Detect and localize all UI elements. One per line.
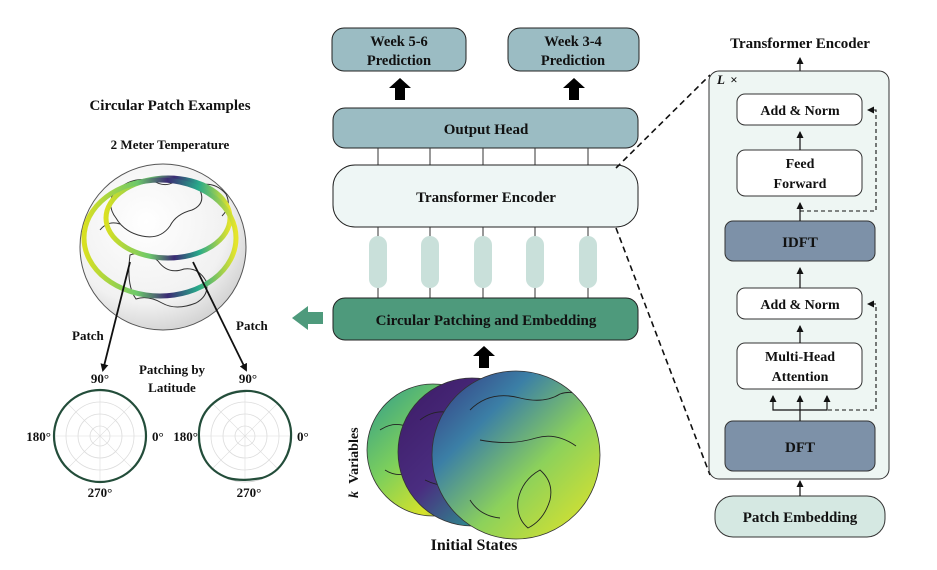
repeat-L: L: [716, 72, 725, 87]
up-arrow-week34: [563, 78, 585, 100]
circular-patching-label: Circular Patching and Embedding: [376, 313, 597, 329]
polar-plot-left: [52, 388, 148, 484]
patch-label-left: Patch: [72, 328, 105, 343]
output-head-box: [332, 107, 639, 149]
up-arrow-week56: [389, 78, 411, 100]
k-variables-label: k Variables: [347, 427, 362, 498]
encoder-flow-arrows: [769, 131, 831, 496]
polar-left-180: 180°: [26, 429, 51, 444]
patch-arrow-left: [100, 261, 131, 372]
add-norm-bottom-label: Add & Norm: [760, 298, 840, 313]
encoder-detail-title: Transformer Encoder: [730, 36, 870, 52]
repeat-times: ×: [730, 72, 737, 87]
token-pills: [369, 227, 597, 298]
encoder-panel: [708, 70, 890, 480]
zoom-line-top: [615, 74, 711, 169]
polar-right-90: 90°: [239, 371, 257, 386]
patching-by-label: Patching by: [139, 362, 206, 377]
zoom-line-bottom: [615, 227, 711, 476]
week34-line1: Week 3-4: [544, 34, 602, 50]
k-symbol: k: [347, 491, 362, 498]
polar-right-0: 0°: [297, 429, 309, 444]
initial-state-globes: [366, 370, 601, 540]
add-norm-top-box: [736, 93, 863, 126]
transformer-encoder-box: [332, 164, 639, 228]
initial-states-label: Initial States: [431, 537, 518, 554]
mha-line2: Attention: [772, 370, 829, 385]
idft-label: IDFT: [782, 235, 818, 251]
polar-left-90: 90°: [91, 371, 109, 386]
residual-connections: [800, 106, 877, 411]
green-left-arrow: [292, 306, 323, 330]
patch-label-right: Patch: [236, 318, 269, 333]
circular-patch-title: Circular Patch Examples: [89, 98, 250, 114]
dft-label: DFT: [785, 440, 815, 456]
week34-box: [507, 27, 640, 72]
patch-embedding-label: Patch Embedding: [743, 510, 858, 526]
mha-line1: Multi-Head: [765, 350, 835, 365]
temperature-globe: [79, 163, 247, 331]
polar-right-270: 270°: [237, 485, 262, 500]
latitude-label: Latitude: [148, 380, 196, 395]
repeat-label: L ×: [716, 72, 738, 87]
week56-line2: Prediction: [367, 53, 431, 69]
circular-patching-box: [332, 297, 639, 341]
feed-forward-line1: Feed: [786, 157, 815, 172]
transformer-encoder-label: Transformer Encoder: [416, 190, 556, 206]
feed-forward-line2: Forward: [774, 177, 827, 192]
add-norm-top-label: Add & Norm: [760, 104, 840, 119]
polar-right-180: 180°: [173, 429, 198, 444]
week34-line2: Prediction: [541, 53, 605, 69]
up-arrow-initial: [473, 346, 495, 368]
week56-box: [331, 27, 467, 72]
polar-left-0: 0°: [152, 429, 164, 444]
polar-left-270: 270°: [88, 485, 113, 500]
globe-label: 2 Meter Temperature: [111, 137, 230, 152]
patch-arrow-right: [192, 261, 247, 372]
head-connectors: [377, 148, 589, 165]
output-head-label: Output Head: [444, 122, 529, 138]
polar-plot-right: [197, 389, 293, 483]
variables-word: Variables: [347, 427, 362, 484]
week56-line1: Week 5-6: [370, 34, 428, 50]
